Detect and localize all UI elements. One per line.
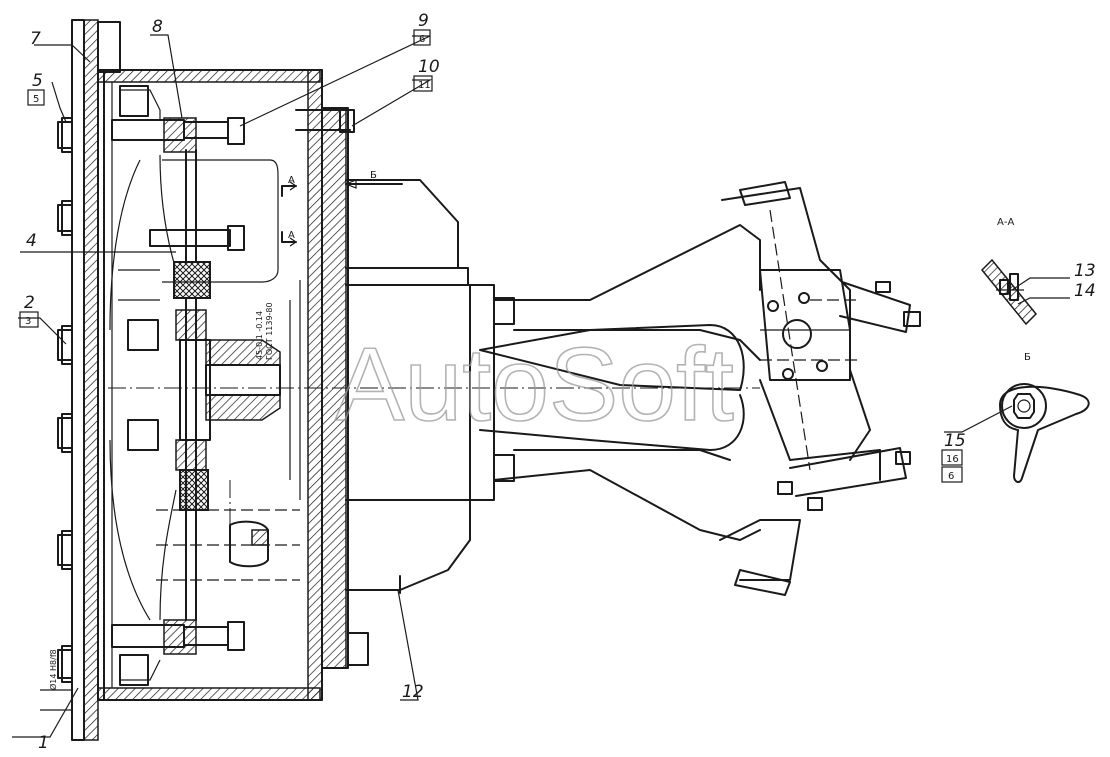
view-b-title: Б	[1024, 352, 1031, 363]
callout-12: 12	[402, 682, 424, 702]
callout-7: 7	[30, 29, 41, 49]
dim-hub-fit-2: ГОСТ 1139-80	[265, 302, 274, 360]
arrow-b-label: Б	[370, 170, 377, 181]
callout-5-box: 5	[33, 94, 39, 105]
callout-4: 4	[26, 231, 37, 251]
callout-10: 10	[418, 57, 440, 77]
keyway-detail	[156, 509, 300, 581]
gearbox-body	[479, 181, 921, 596]
callout-15-box-2: 6	[948, 471, 954, 482]
section-aa-title: А-А	[997, 217, 1014, 228]
callout-13: 13	[1074, 261, 1096, 281]
coupling-assembly	[159, 117, 281, 655]
callout-5: 5	[32, 71, 43, 91]
center-lines	[108, 387, 760, 540]
dim-hub-fit-1: 45-0.1 -0.14	[255, 311, 264, 360]
callout-8: 8	[152, 17, 163, 37]
callout-2-box: 3	[25, 316, 31, 327]
callout-9: 9	[418, 11, 429, 31]
callout-1: 1	[38, 733, 49, 753]
callout-15-box-1: 16	[946, 454, 959, 465]
callout-15: 15	[944, 431, 966, 451]
callout-9-box: 6	[419, 34, 425, 45]
leader-lines	[12, 34, 1070, 738]
callout-10-box: 11	[418, 80, 431, 91]
motor-flange	[289, 107, 515, 669]
watermark: AutoSoft	[335, 327, 734, 443]
cut-a-lower: А	[288, 230, 295, 241]
dimensions: Ø14 H8/f8 45-0.1 -0.14 ГОСТ 1139-80	[40, 302, 274, 711]
left-bolts	[57, 117, 73, 683]
dim-diameter-fit: Ø14 H8/f8	[48, 649, 58, 690]
housing-bolts	[111, 85, 245, 686]
cut-a-upper: А	[288, 175, 295, 186]
callout-2: 2	[24, 293, 35, 313]
callout-14: 14	[1074, 281, 1096, 301]
section-markers: А А Б А-А Б	[281, 170, 1031, 363]
view-b-detail	[999, 383, 1090, 484]
callouts: 7 8 9 6 10 11 5 5 4 2 3 1 12 13 14 15 16…	[19, 11, 1096, 753]
section-aa-detail	[980, 258, 1038, 326]
